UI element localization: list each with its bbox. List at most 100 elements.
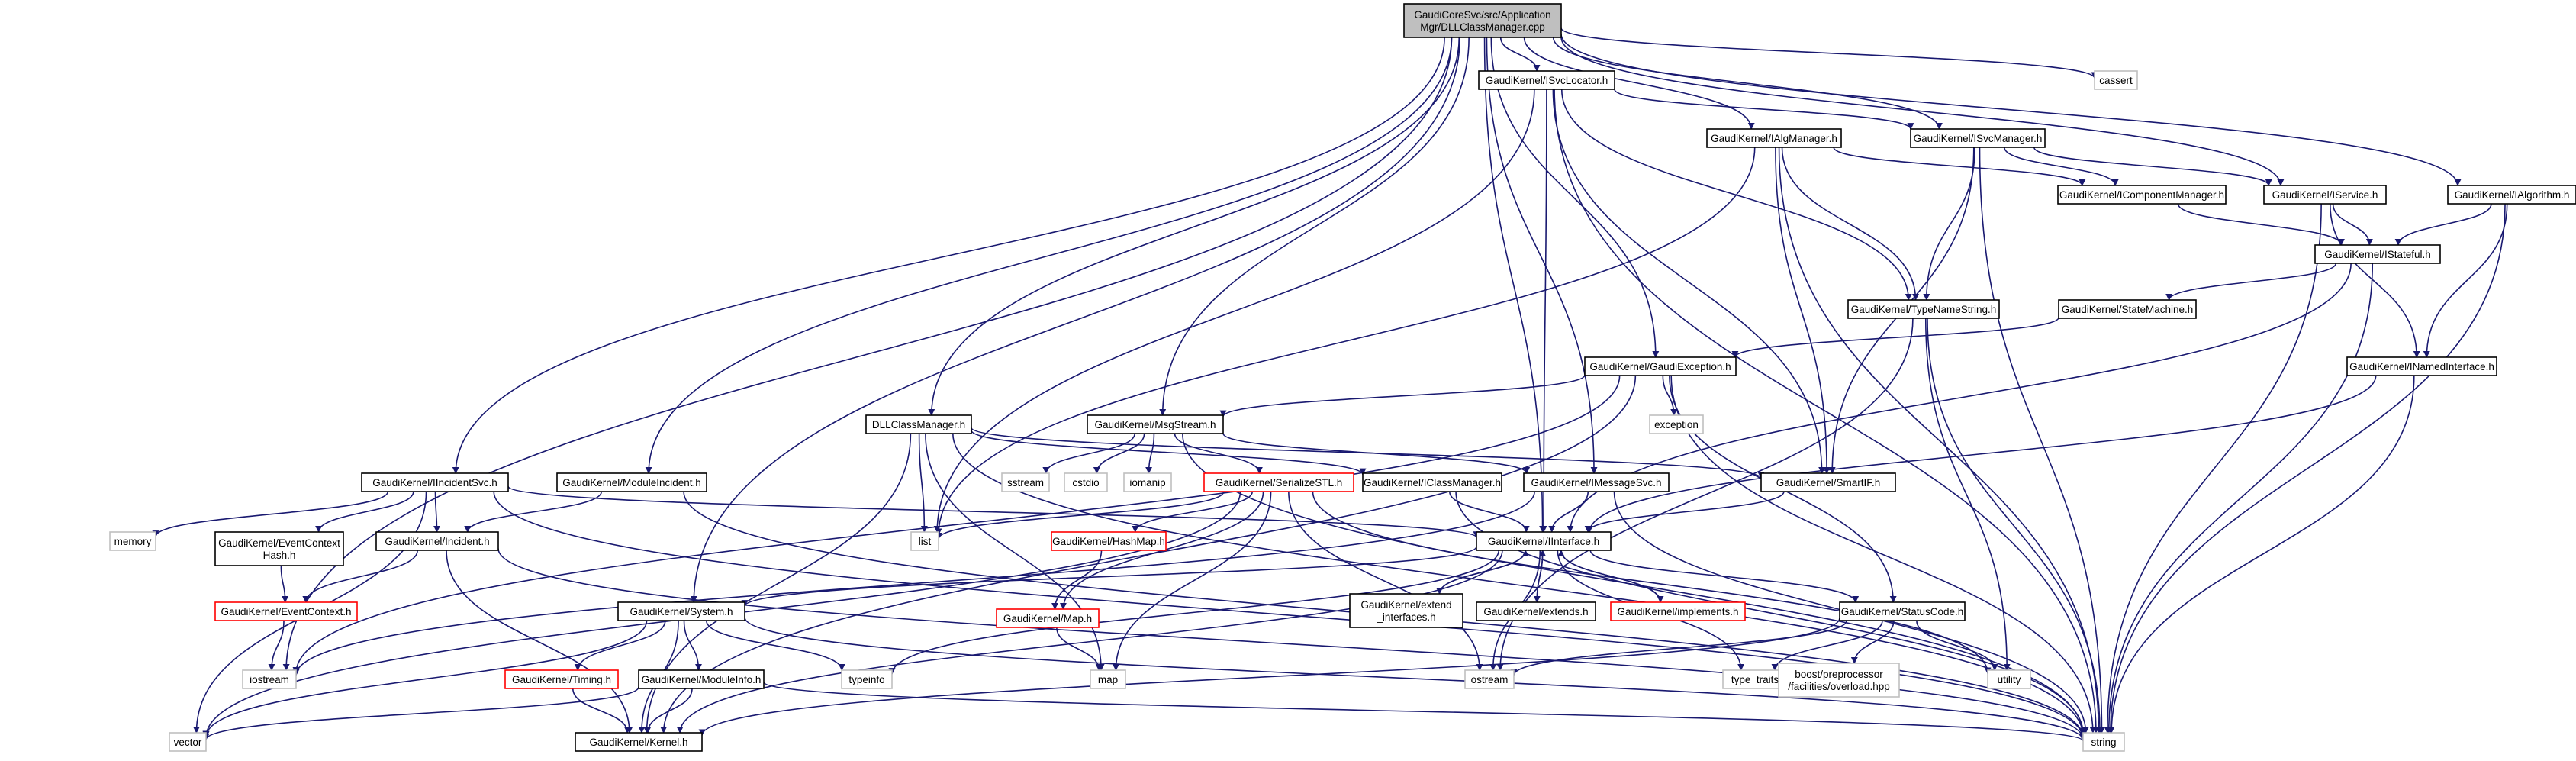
node-iincidentsvc[interactable]: GaudiKernel/IIncidentSvc.h: [361, 472, 509, 492]
edge-statuscode-to-boost: [1850, 620, 1895, 664]
node-ostream[interactable]: ostream: [1464, 669, 1515, 689]
node-box: [1064, 472, 1108, 492]
node-gaudiexception[interactable]: GaudiKernel/GaudiException.h: [1584, 356, 1737, 376]
node-boost[interactable]: boost/preprocessor/facilities/overload.h…: [1778, 663, 1900, 698]
node-label: GaudiKernel/TypeNameString.h: [1851, 304, 1997, 315]
edge-iincidentsvc-to-eventcontexthash: [315, 491, 414, 533]
node-memory[interactable]: memory: [109, 531, 156, 551]
edge-serializestl-to-hashmap: [1132, 491, 1254, 533]
node-timing[interactable]: GaudiKernel/Timing.h: [504, 669, 619, 689]
node-system[interactable]: GaudiKernel/System.h: [617, 601, 745, 621]
node-iservice[interactable]: GaudiKernel/IService.h: [2263, 185, 2387, 205]
node-iostream[interactable]: iostream: [242, 669, 297, 689]
edge-gaudiexception-to-msgstream: [1219, 374, 1586, 418]
edge-system-to-moduleinfo: [683, 620, 702, 671]
node-vector[interactable]: vector: [169, 732, 207, 752]
node-label: type_traits: [1731, 674, 1779, 685]
node-box: [556, 472, 707, 492]
edge-statuscode-to-ostream: [1510, 620, 1847, 676]
node-iclassmanager[interactable]: GaudiKernel/IClassManager.h: [1362, 472, 1502, 492]
edge-incident-to-eventcontext: [302, 550, 418, 603]
node-moduleinfo[interactable]: GaudiKernel/ModuleInfo.h: [638, 669, 765, 689]
node-inamedinterface[interactable]: GaudiKernel/INamedInterface.h: [2346, 356, 2497, 376]
node-box: [638, 669, 765, 689]
node-hashmap[interactable]: GaudiKernel/HashMap.h: [1051, 531, 1167, 551]
node-extend_interfaces[interactable]: GaudiKernel/extend_interfaces.h: [1349, 593, 1463, 628]
edge-gaudiexception-to-string: [1670, 375, 2097, 734]
node-iinterface[interactable]: GaudiKernel/IInterface.h: [1476, 531, 1612, 551]
edge-msgstream-to-cstdio: [1093, 433, 1145, 474]
node-smartif[interactable]: GaudiKernel/SmartIF.h: [1760, 472, 1896, 492]
edge-isvcmanager-to-typenamestring: [1923, 147, 1975, 301]
edge-serializestl-to-list: [935, 491, 1225, 540]
node-statemachine[interactable]: GaudiKernel/StateMachine.h: [2058, 299, 2197, 319]
node-imessagesvc[interactable]: GaudiKernel/IMessageSvc.h: [1523, 472, 1670, 492]
node-box: [996, 608, 1100, 628]
node-label: memory: [114, 536, 152, 547]
edge-iincidentsvc-to-string: [493, 491, 2087, 740]
edge-system-to-string: [744, 617, 2087, 741]
node-label: ostream: [1471, 674, 1509, 685]
node-label: GaudiKernel/Kernel.h: [589, 737, 687, 748]
node-cassert[interactable]: cassert: [2094, 70, 2138, 90]
node-box: [1087, 414, 1224, 434]
node-label: GaudiKernel/IInterface.h: [1488, 536, 1599, 547]
node-map[interactable]: map: [1090, 669, 1126, 689]
edge-implements-to-iinterface: [1557, 550, 1661, 603]
node-label: GaudiKernel/IComponentManager.h: [2059, 189, 2224, 201]
node-root[interactable]: GaudiCoreSvc/src/ApplicationMgr/DLLClass…: [1403, 3, 1562, 38]
node-kernel[interactable]: GaudiKernel/Kernel.h: [575, 732, 703, 752]
node-label: GaudiKernel/Map.h: [1003, 613, 1092, 624]
edge-moduleinfo-to-vector: [202, 686, 639, 740]
node-isvcmanager[interactable]: GaudiKernel/ISvcManager.h: [1910, 128, 2046, 148]
edge-typenamestring-to-utility: [1924, 318, 2011, 671]
node-typenamestring[interactable]: GaudiKernel/TypeNameString.h: [1847, 299, 2000, 319]
node-extends[interactable]: GaudiKernel/extends.h: [1476, 601, 1596, 621]
node-box: [361, 472, 509, 492]
node-label: typeinfo: [848, 674, 884, 685]
node-label: cstdio: [1072, 477, 1099, 489]
node-isvclocator[interactable]: GaudiKernel/ISvcLocator.h: [1478, 70, 1615, 90]
node-list[interactable]: list: [910, 531, 939, 551]
node-implements[interactable]: GaudiKernel/implements.h: [1610, 601, 1746, 621]
node-serializestl[interactable]: GaudiKernel/SerializeSTL.h: [1203, 472, 1354, 492]
node-box: [2094, 70, 2138, 90]
node-ialgmanager[interactable]: GaudiKernel/IAlgManager.h: [1706, 128, 1842, 148]
edge-dllclassmanager-to-iclassmanager: [971, 430, 1367, 476]
node-label: GaudiKernel/IIncidentSvc.h: [372, 477, 497, 489]
node-eventcontext[interactable]: GaudiKernel/EventContext.h: [214, 601, 358, 621]
node-type_traits[interactable]: type_traits: [1722, 669, 1788, 689]
edge-msgstream-to-serializestl: [1174, 433, 1263, 474]
node-box: [2082, 732, 2125, 752]
node-label: exception: [1654, 419, 1699, 430]
node-box: [1706, 128, 1842, 148]
edge-imessagesvc-to-iinterface: [1548, 491, 1589, 533]
node-statuscode[interactable]: GaudiKernel/StatusCode.h: [1839, 601, 1966, 621]
node-istateful[interactable]: GaudiKernel/IStateful.h: [2314, 244, 2441, 264]
edge-eventcontext-to-iostream: [268, 620, 285, 671]
node-label: _interfaces.h: [1376, 611, 1435, 623]
node-moduleincident[interactable]: GaudiKernel/ModuleIncident.h: [556, 472, 707, 492]
node-iomanip[interactable]: iomanip: [1123, 472, 1172, 492]
node-msgstream[interactable]: GaudiKernel/MsgStream.h: [1087, 414, 1224, 434]
node-exception[interactable]: exception: [1649, 414, 1704, 434]
node-string[interactable]: string: [2082, 732, 2125, 752]
node-incident[interactable]: GaudiKernel/Incident.h: [375, 531, 499, 551]
edge-iinterface-to-typeinfo: [888, 550, 1499, 676]
node-ialgorithm[interactable]: GaudiKernel/IAlgorithm.h: [2447, 185, 2576, 205]
edge-moduleinfo-to-kernel: [644, 688, 693, 734]
node-icomponentmanager[interactable]: GaudiKernel/IComponentManager.h: [2057, 185, 2227, 205]
edge-dllclassmanager-to-map: [925, 433, 1105, 671]
node-dllclassmanager[interactable]: DLLClassManager.h: [865, 414, 972, 434]
node-box: [1476, 531, 1612, 551]
node-typeinfo[interactable]: typeinfo: [841, 669, 893, 689]
node-map_h[interactable]: GaudiKernel/Map.h: [996, 608, 1100, 628]
node-sstream[interactable]: sstream: [1001, 472, 1050, 492]
edge-hashmap-to-map_h: [1051, 550, 1103, 610]
node-cstdio[interactable]: cstdio: [1064, 472, 1108, 492]
edge-ialgmanager-to-list: [935, 147, 1756, 536]
edge-dllclassmanager-to-list: [918, 433, 928, 533]
node-box: [1001, 472, 1050, 492]
node-utility[interactable]: utility: [1987, 669, 2031, 689]
